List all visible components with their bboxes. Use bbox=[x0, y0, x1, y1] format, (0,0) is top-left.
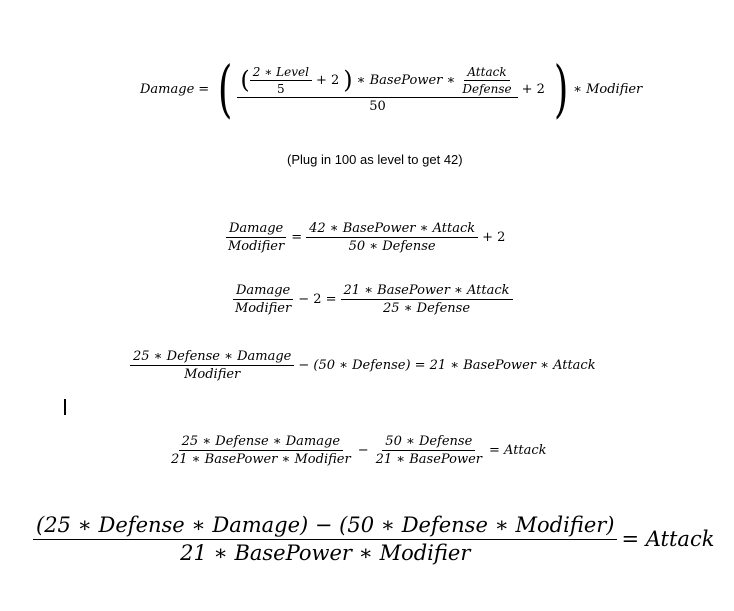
eq1-denominator: 50 bbox=[369, 98, 386, 114]
eq1-main-fraction: ( 2 ∗ Level 5 + 2 ) ∗ BasePower ∗ Attack… bbox=[237, 64, 518, 114]
eq1-modifier: ∗ Modifier bbox=[573, 81, 643, 97]
plug-in-note: (Plug in 100 as level to get 42) bbox=[287, 152, 463, 167]
damage-formula: Damage = ( ( 2 ∗ Level 5 + 2 ) ∗ BasePow… bbox=[140, 52, 643, 125]
equation-5: 25 ∗ Defense ∗ Damage 21 ∗ BasePower ∗ M… bbox=[171, 434, 547, 467]
eq1-equals: = bbox=[198, 81, 210, 97]
equation-4: 25 ∗ Defense ∗ Damage Modifier − (50 ∗ D… bbox=[130, 349, 596, 382]
text-cursor bbox=[64, 399, 66, 415]
eq1-right-paren: ) bbox=[553, 52, 569, 125]
final-attack-formula: (25 ∗ Defense ∗ Damage) − (50 ∗ Defense … bbox=[33, 513, 718, 565]
equation-2: Damage Modifier = 42 ∗ BasePower ∗ Attac… bbox=[225, 221, 509, 254]
equation-3: Damage Modifier − 2 = 21 ∗ BasePower ∗ A… bbox=[232, 283, 513, 316]
eq1-left-paren: ( bbox=[218, 52, 233, 125]
eq1-level-fraction: 2 ∗ Level 5 bbox=[249, 65, 312, 96]
eq1-attack-defense-fraction: Attack Defense bbox=[462, 64, 512, 96]
eq1-lhs: Damage bbox=[140, 81, 195, 97]
